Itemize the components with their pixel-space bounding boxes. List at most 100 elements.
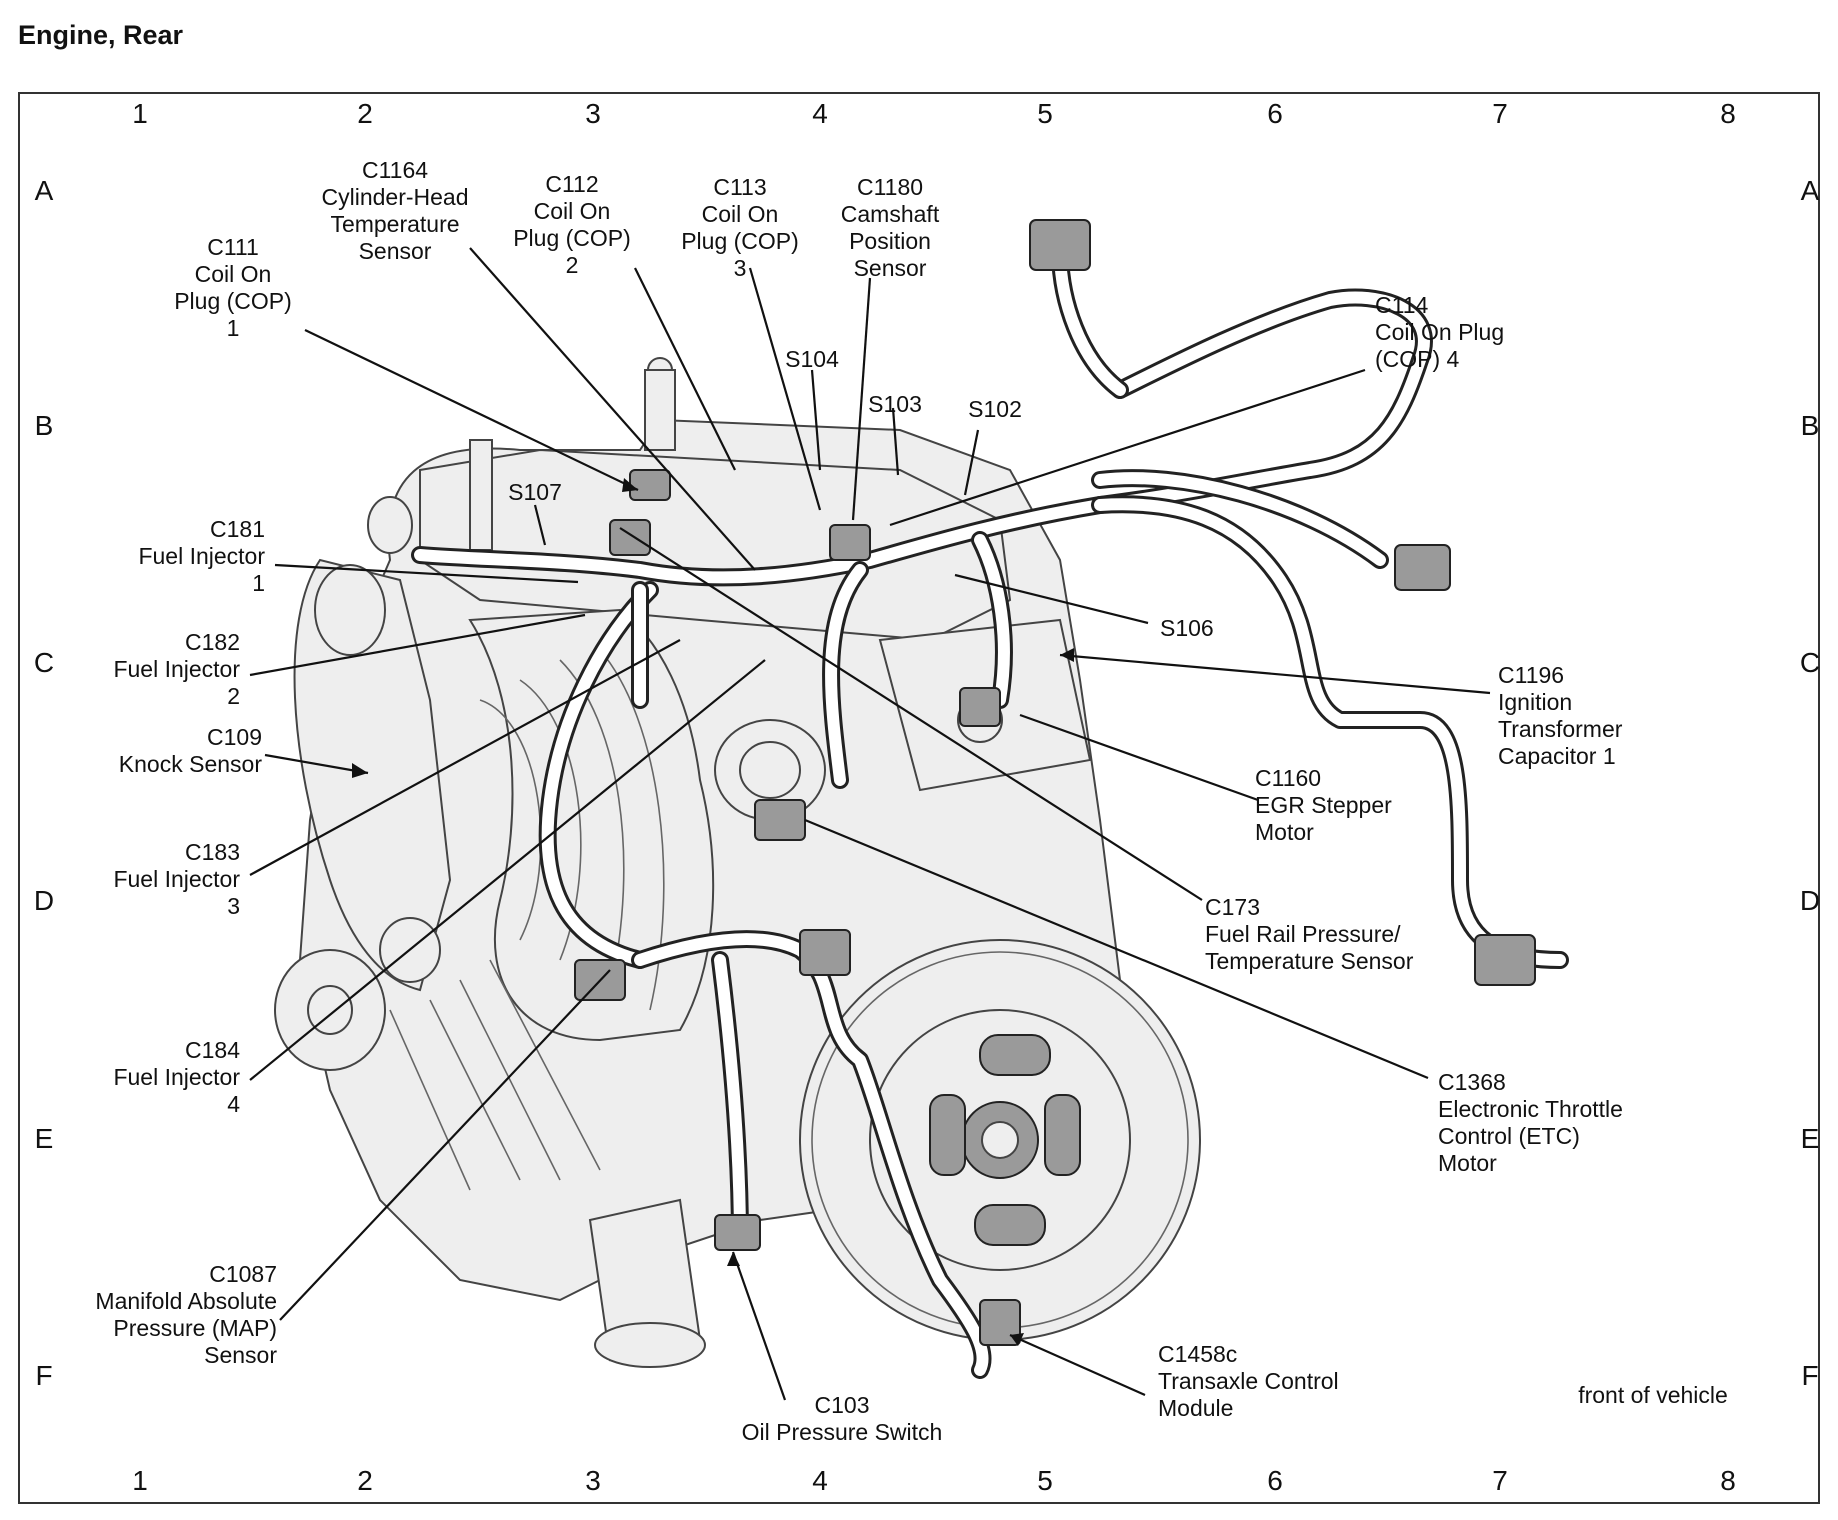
front-of-vehicle-note: front of vehicle [1578, 1382, 1728, 1408]
callout-c103-line-1: Oil Pressure Switch [742, 1419, 943, 1445]
callout-c1160-line-2: Motor [1255, 819, 1314, 845]
grid-row-left-F: F [35, 1360, 52, 1391]
callout-c1458c-line-1: Transaxle Control [1158, 1368, 1339, 1394]
callout-c181-line-1: Fuel Injector [138, 543, 265, 569]
grid-row-right-F: F [1801, 1360, 1818, 1391]
grid-column-top-1: 1 [132, 98, 148, 129]
callout-c183-line-2: 3 [227, 893, 240, 919]
callout-c1087-line-1: Manifold Absolute [95, 1288, 277, 1314]
grid-column-top-6: 6 [1267, 98, 1283, 129]
grid-column-bottom-6: 6 [1267, 1465, 1283, 1496]
callout-c1164-line-0: C1164 [362, 157, 428, 183]
callout-c184-line-2: 4 [227, 1091, 240, 1117]
callout-c1368-line-1: Electronic Throttle [1438, 1096, 1623, 1122]
callout-c113-line-3: 3 [734, 255, 747, 281]
callout-c112-line-0: C112 [545, 171, 598, 197]
callout-c1164-line-3: Sensor [359, 238, 432, 264]
grid-column-top-2: 2 [357, 98, 373, 129]
diagram-frame [18, 92, 1820, 1504]
callout-c1164-line-2: Temperature [330, 211, 459, 237]
callout-c112-line-1: Coil On [534, 198, 611, 224]
callout-c182-line-2: 2 [227, 683, 240, 709]
callout-s104: S104 [785, 346, 839, 372]
grid-row-left-A: A [35, 175, 54, 206]
callout-c1087-line-2: Pressure (MAP) [113, 1315, 277, 1341]
grid-column-top-3: 3 [585, 98, 601, 129]
grid-row-right-D: D [1800, 885, 1820, 916]
grid-column-top-5: 5 [1037, 98, 1053, 129]
callout-c111-line-3: 1 [227, 315, 240, 341]
callout-c181-line-2: 1 [252, 570, 265, 596]
grid-row-right-C: C [1800, 647, 1820, 678]
callout-c184-line-1: Fuel Injector [113, 1064, 240, 1090]
callout-c1087-line-3: Sensor [204, 1342, 277, 1368]
callout-c1196-line-3: Capacitor 1 [1498, 743, 1616, 769]
callout-c114-line-0: C114 [1375, 292, 1428, 318]
grid-column-top-8: 8 [1720, 98, 1736, 129]
callout-c173-line-0: C173 [1205, 894, 1260, 920]
callout-c182-line-1: Fuel Injector [113, 656, 240, 682]
callout-c182-line-0: C182 [185, 629, 240, 655]
grid-column-top-4: 4 [812, 98, 828, 129]
wiring-harness [411, 219, 1569, 1379]
callout-c112-line-2: Plug (COP) [513, 225, 631, 251]
grid-row-left-B: B [35, 410, 54, 441]
grid-column-bottom-3: 3 [585, 1465, 601, 1496]
callout-s102-line-0: S102 [968, 396, 1022, 422]
callout-s106-line-0: S106 [1160, 615, 1214, 641]
callout-c1368-line-0: C1368 [1438, 1069, 1506, 1095]
callout-c111-line-2: Plug (COP) [174, 288, 292, 314]
callout-c1180-line-0: C1180 [857, 174, 923, 200]
callout-c1368-line-3: Motor [1438, 1150, 1497, 1176]
callout-c103-line-0: C103 [815, 1392, 870, 1418]
callout-s102: S102 [968, 396, 1022, 422]
grid-row-left-C: C [34, 647, 54, 678]
callout-c1180-line-2: Position [849, 228, 931, 254]
callout-c109-line-1: Knock Sensor [119, 751, 263, 777]
callout-c111-line-0: C111 [207, 234, 259, 260]
grid-column-bottom-5: 5 [1037, 1465, 1053, 1496]
callout-s106: S106 [1160, 615, 1214, 641]
callout-c173-line-1: Fuel Rail Pressure/ [1205, 921, 1401, 947]
grid-column-bottom-2: 2 [357, 1465, 373, 1496]
callout-c181-line-0: C181 [210, 516, 265, 542]
grid-column-bottom-4: 4 [812, 1465, 828, 1496]
callout-c113-line-0: C113 [713, 174, 766, 200]
callout-c183-line-0: C183 [185, 839, 240, 865]
callout-s107: S107 [508, 479, 562, 505]
callout-c173-line-2: Temperature Sensor [1205, 948, 1414, 974]
grid-row-left-D: D [34, 885, 54, 916]
callout-s104-line-0: S104 [785, 346, 839, 372]
callout-c1180-line-3: Sensor [854, 255, 927, 281]
callout-c1160-line-1: EGR Stepper [1255, 792, 1392, 818]
callout-c112-line-3: 2 [566, 252, 579, 278]
callout-c1196-line-1: Ignition [1498, 689, 1572, 715]
callout-c1458c-line-0: C1458c [1158, 1341, 1237, 1367]
grid-row-right-B: B [1801, 410, 1820, 441]
grid-column-bottom-7: 7 [1492, 1465, 1508, 1496]
callout-c1458c-line-2: Module [1158, 1395, 1233, 1421]
grid-row-left-E: E [35, 1123, 54, 1154]
callout-c183-line-1: Fuel Injector [113, 866, 240, 892]
callout-s103: S103 [868, 391, 922, 417]
page-title: Engine, Rear [18, 20, 184, 50]
callout-c1160-line-0: C1160 [1255, 765, 1321, 791]
